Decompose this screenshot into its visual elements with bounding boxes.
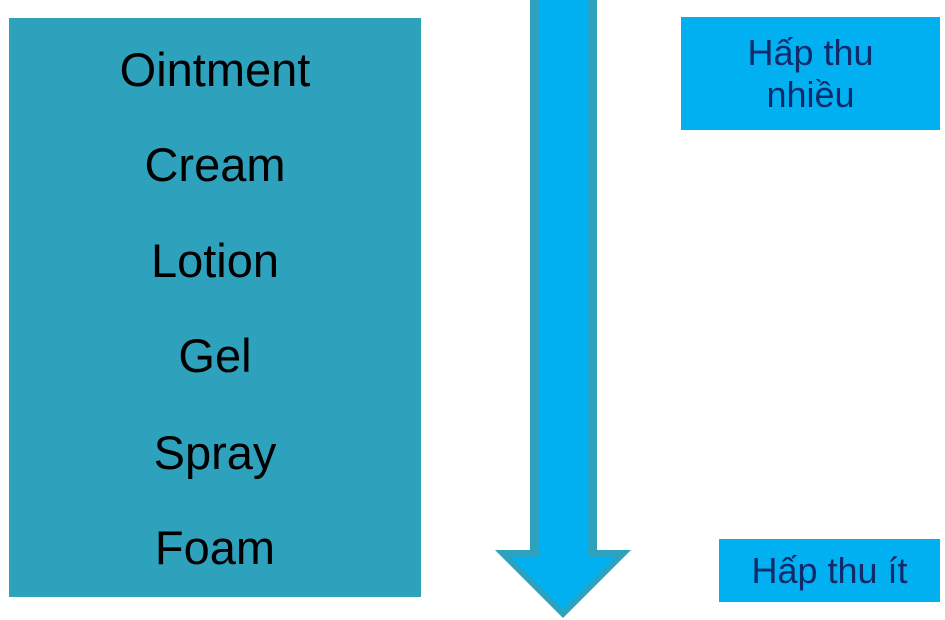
label-low-absorption: Hấp thu ít [719,539,940,602]
dosage-form-list: Ointment Cream Lotion Gel Spray Foam [9,18,421,597]
label-low-text: Hấp thu ít [751,549,908,591]
form-item-lotion: Lotion [150,234,280,287]
label-high-text: Hấp thu nhiều [747,31,874,115]
form-item-ointment: Ointment [119,43,311,96]
form-item-cream: Cream [144,138,286,191]
form-item-gel: Gel [178,329,252,382]
form-item-foam: Foam [154,521,276,574]
form-item-spray: Spray [153,426,277,479]
label-high-absorption: Hấp thu nhiều [681,17,940,130]
